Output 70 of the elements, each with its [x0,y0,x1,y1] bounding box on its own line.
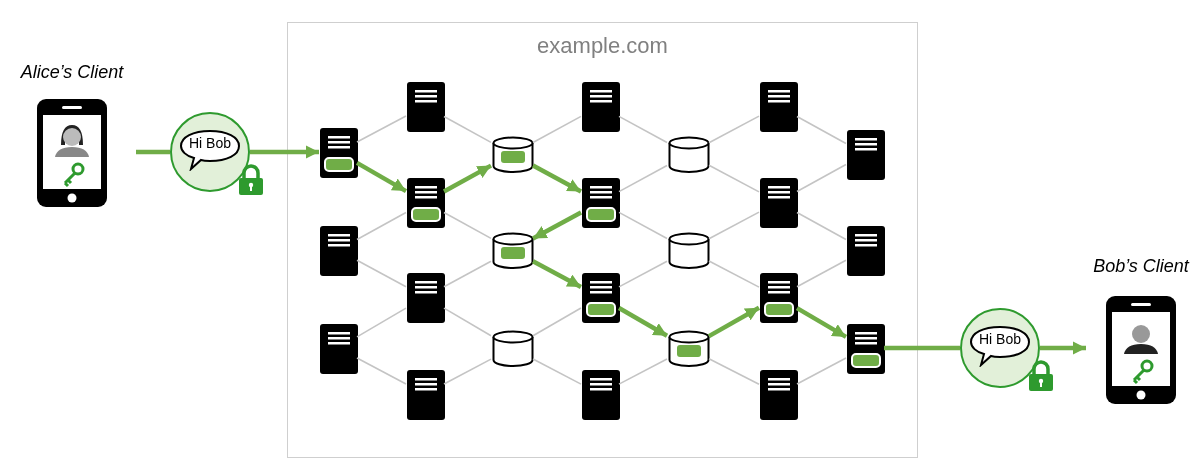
message-text: Hi Bob [188,135,232,151]
server-icon [582,178,620,228]
database-icon [668,136,710,174]
server-icon [320,324,358,374]
connector-line [708,164,760,193]
connector-line [532,115,582,144]
connector-line [443,307,492,337]
server-icon [407,273,445,323]
client-label: Bob’s Client [1092,256,1191,277]
server-icon [407,178,445,228]
server-icon [582,82,620,132]
arrow [795,306,848,339]
server-icon [847,324,885,374]
network-frame [287,22,918,458]
arrow [707,305,761,339]
connector-line [618,358,668,385]
connector-line [443,115,492,144]
connector-line [708,115,760,144]
connector-line [356,307,407,338]
connector-line [443,358,492,385]
message-text: Hi Bob [978,331,1022,347]
site-title: example.com [536,33,669,59]
arrow [250,145,319,159]
connector-line [618,164,668,193]
server-icon [407,82,445,132]
connector-line [618,115,668,144]
arrow [617,306,669,338]
arrow [531,259,583,289]
connector-line [796,357,847,385]
database-icon [668,330,710,368]
arrow [355,160,408,194]
connector-line [618,211,668,240]
server-icon [582,273,620,323]
database-icon [492,330,534,368]
arrow [531,210,583,241]
connector-line [708,357,760,386]
server-icon [582,370,620,420]
connector-line [356,115,407,143]
server-icon [760,273,798,323]
connector-line [532,358,582,385]
connector-line [884,345,960,351]
connector-line [618,260,668,288]
connector-line [356,259,407,288]
arrow [1040,341,1086,355]
server-icon [320,226,358,276]
connector-line [796,163,847,193]
connector-line [708,211,760,240]
server-icon [407,370,445,420]
server-icon [847,226,885,276]
connector-line [796,115,847,145]
connector-line [356,357,407,385]
database-icon [668,232,710,270]
database-icon [492,232,534,270]
arrow [442,163,493,194]
arrow [531,163,583,194]
database-icon [492,136,534,174]
connector-line [356,211,407,241]
client-label: Alice’s Client [19,62,125,83]
connector-line [443,211,492,240]
connector-line [532,307,582,337]
connector-line [708,260,760,288]
server-icon [760,370,798,420]
connector-line [443,260,492,288]
connector-line [796,211,847,241]
server-icon [760,178,798,228]
connector-line [136,149,170,155]
server-icon [320,128,358,178]
server-icon [760,82,798,132]
connector-line [796,259,847,288]
server-icon [847,130,885,180]
